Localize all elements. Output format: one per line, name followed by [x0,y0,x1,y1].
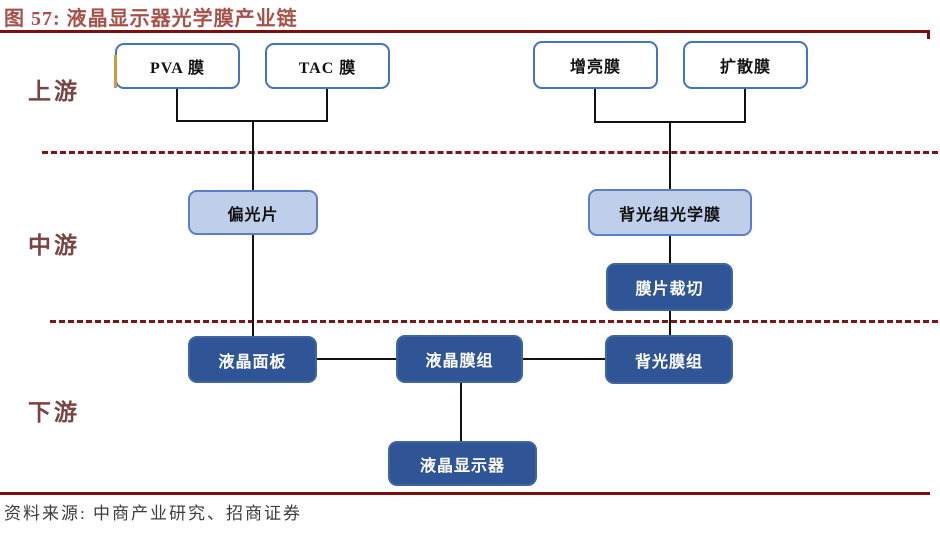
connector-cutting-to-backlight-module [669,310,671,336]
source-note: 资料来源: 中商产业研究、招商证券 [4,504,302,523]
connector-join-to-polarizer [252,120,254,190]
node-polarizer: 偏光片 [188,190,318,235]
node-tac-film: TAC 膜 [265,43,390,89]
title-underline [0,30,930,33]
node-lcd-panel: 液晶面板 [188,336,317,383]
separator-upstream-midstream [42,151,938,154]
stage-label-downstream: 下游 [28,400,80,425]
node-diffusion-film: 扩散膜 [683,41,808,89]
footer-rule [0,492,930,495]
connector-lcd-module-to-backlight-module [523,358,605,360]
stage-label-midstream: 中游 [28,233,80,258]
figure-title: 图 57: 液晶显示器光学膜产业链 [4,8,298,30]
connector-lcd-panel-to-lcd-module [317,358,396,360]
connector-diffusion-down [744,89,746,123]
title-underline-end-tick [927,30,930,39]
connector-pva-down [176,89,178,122]
connector-tac-down [326,89,328,122]
node-film-cutting: 膜片裁切 [606,263,733,311]
connector-polarizer-to-lcd-panel [252,234,254,336]
node-lcd-display: 液晶显示器 [388,441,537,486]
connector-brightness-down [594,89,596,123]
node-pva-film: PVA 膜 [115,43,240,89]
connector-backlight-optical-to-cutting [669,235,671,263]
stage-label-upstream: 上游 [28,79,80,104]
connector-lcd-module-to-display [460,382,462,441]
node-brightness-film: 增亮膜 [533,41,658,89]
artifact-orange-mark [114,55,117,88]
separator-midstream-downstream [50,320,938,323]
node-backlight-module: 背光膜组 [605,335,733,384]
node-lcd-film-module: 液晶膜组 [396,335,523,383]
connector-join-to-backlight-optical [669,121,671,189]
node-backlight-optical-film: 背光组光学膜 [588,189,752,236]
